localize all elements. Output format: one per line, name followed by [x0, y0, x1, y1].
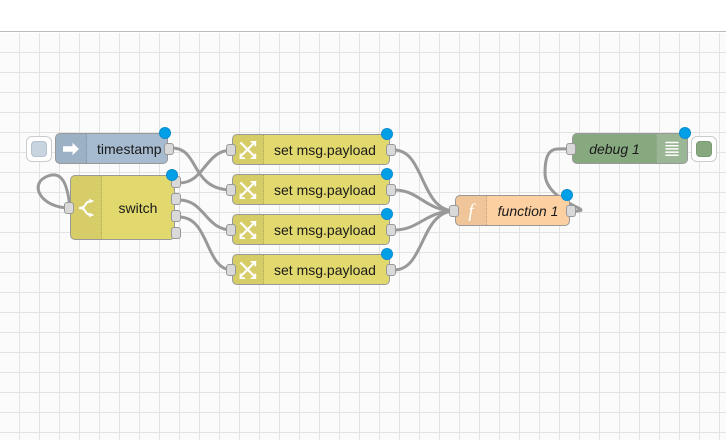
status-dot	[561, 189, 573, 201]
input-port[interactable]	[226, 263, 236, 276]
status-dot	[159, 127, 171, 139]
node-change-3[interactable]: set msg.payload	[232, 214, 390, 245]
input-port[interactable]	[226, 143, 236, 156]
svg-text:f: f	[468, 201, 476, 222]
output-port[interactable]	[171, 193, 181, 205]
node-function-1[interactable]: f function 1	[455, 195, 570, 226]
node-label: set msg.payload	[274, 221, 376, 238]
input-port[interactable]	[226, 223, 236, 236]
input-port[interactable]	[226, 183, 236, 196]
node-change-2[interactable]: set msg.payload	[232, 174, 390, 205]
node-debug-1[interactable]: debug 1	[572, 133, 688, 164]
status-dot	[166, 169, 178, 181]
flow-canvas[interactable]: timestamp switch set msg.payload set msg.pa…	[0, 33, 726, 440]
input-port[interactable]	[566, 142, 576, 155]
wire[interactable]	[177, 148, 234, 185]
node-label: timestamp	[97, 140, 162, 157]
node-label: set msg.payload	[274, 261, 376, 278]
change-icon	[233, 255, 264, 284]
output-port[interactable]	[386, 263, 396, 276]
editor-header-bar	[0, 0, 726, 32]
node-inject-1[interactable]: timestamp	[55, 133, 168, 164]
output-port[interactable]	[171, 227, 181, 239]
wire[interactable]	[392, 209, 457, 272]
inject-button-inner	[31, 140, 47, 157]
input-port[interactable]	[64, 201, 74, 214]
wire[interactable]	[36, 173, 72, 210]
status-dot	[381, 128, 393, 140]
status-dot	[381, 168, 393, 180]
inject-trigger-button[interactable]	[26, 135, 52, 162]
arrow-right-icon	[56, 134, 87, 163]
output-port[interactable]	[386, 143, 396, 156]
output-port[interactable]	[386, 183, 396, 196]
node-label: set msg.payload	[274, 141, 376, 158]
debug-lines-icon	[656, 134, 687, 163]
node-change-4[interactable]: set msg.payload	[232, 254, 390, 285]
wire-layer	[36, 146, 583, 272]
input-port[interactable]	[449, 204, 459, 217]
function-f-icon: f	[456, 196, 487, 225]
debug-button-inner	[696, 140, 712, 157]
node-label: function 1	[497, 202, 559, 219]
node-label: debug 1	[589, 140, 640, 157]
node-change-1[interactable]: set msg.payload	[232, 134, 390, 165]
wire[interactable]	[177, 198, 234, 232]
wire[interactable]	[177, 215, 234, 272]
status-dot	[381, 208, 393, 220]
output-port[interactable]	[386, 223, 396, 236]
change-icon	[233, 135, 264, 164]
change-icon	[233, 175, 264, 204]
debug-toggle-button[interactable]	[691, 135, 717, 162]
status-dot	[381, 248, 393, 260]
status-dot	[679, 127, 691, 139]
output-port[interactable]	[171, 210, 181, 222]
output-port[interactable]	[164, 142, 174, 155]
node-label: set msg.payload	[274, 181, 376, 198]
node-switch-1[interactable]: switch	[70, 175, 175, 240]
wire[interactable]	[170, 146, 234, 192]
switch-icon	[71, 176, 102, 239]
node-label: switch	[118, 199, 158, 216]
output-port[interactable]	[566, 204, 576, 217]
wire[interactable]	[543, 147, 583, 213]
change-icon	[233, 215, 264, 244]
